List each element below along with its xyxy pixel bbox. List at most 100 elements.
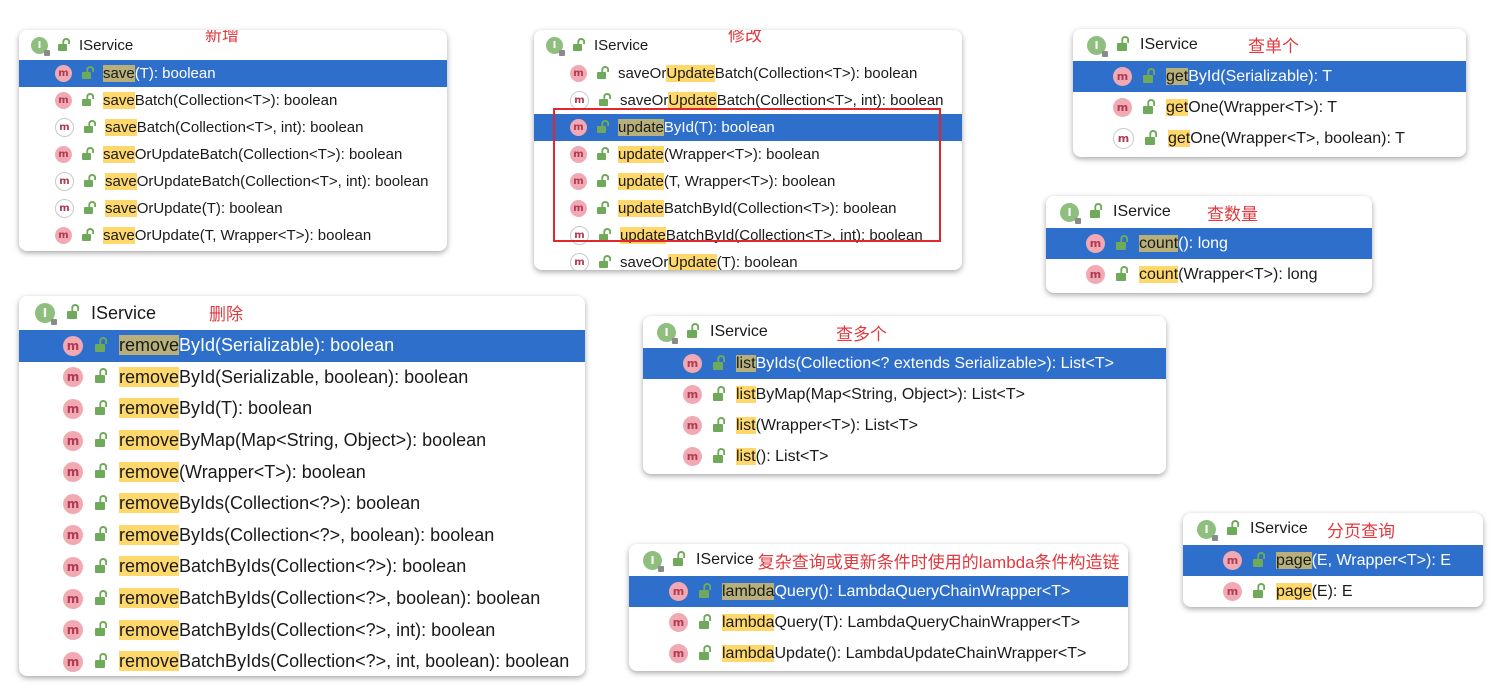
lock-icon <box>713 423 723 432</box>
search-match-highlight: remove <box>119 493 180 514</box>
method-icon: m <box>570 65 587 82</box>
lock-icon <box>699 620 709 629</box>
lock-icon <box>1090 210 1100 218</box>
category-label: 新增 <box>205 30 239 45</box>
method-name-rest: One(Wrapper<T>, boolean): T <box>1190 129 1405 147</box>
method-signature: update(Wrapper<T>): boolean <box>618 146 820 163</box>
method-signature: saveOrUpdateBatch(Collection<T>): boolea… <box>618 65 917 82</box>
method-name-rest: OrUpdateBatch(Collection<T>, int): boole… <box>136 173 429 190</box>
search-match-highlight: save <box>103 146 135 163</box>
lock-icon <box>95 628 105 637</box>
method-item[interactable]: m list(Wrapper<T>): List<T> <box>643 410 1166 441</box>
method-icon: m <box>1113 98 1132 117</box>
lock-icon <box>95 375 105 384</box>
method-signature: getById(Serializable): T <box>1166 67 1332 86</box>
method-signature: removeBatchByIds(Collection<?>): boolean <box>119 556 466 577</box>
method-icon: m <box>1223 551 1242 570</box>
lock-icon <box>573 43 582 51</box>
method-signature: listByIds(Collection<? extends Serializa… <box>736 354 1114 373</box>
method-name-rest: (E): E <box>1311 582 1353 600</box>
lock-icon <box>95 438 105 447</box>
method-icon: m <box>55 118 74 137</box>
method-name-rest: Query(): LambdaQueryChainWrapper<T> <box>774 582 1071 600</box>
lock-icon <box>687 330 697 338</box>
lock-icon <box>1145 136 1155 145</box>
method-icon: m <box>683 416 702 435</box>
category-label: 查多个 <box>836 325 887 344</box>
method-signature: list(Wrapper<T>): List<T> <box>736 416 918 435</box>
lock-icon <box>82 99 91 106</box>
method-icon: m <box>683 385 702 404</box>
lock-icon <box>597 72 606 79</box>
lock-icon <box>82 153 91 160</box>
interface-icon: I <box>31 36 50 56</box>
lock-icon <box>597 126 606 133</box>
method-name-rest: (Wrapper<T>): boolean <box>663 146 820 163</box>
lock-icon <box>1143 74 1153 83</box>
method-item[interactable]: m update(Wrapper<T>): boolean <box>534 141 962 168</box>
method-signature: removeById(T): boolean <box>119 398 312 419</box>
search-match-highlight: lambda <box>722 644 775 662</box>
method-name-rest: BatchByIds(Collection<?>, boolean): bool… <box>179 588 541 609</box>
method-icon: m <box>683 447 702 466</box>
method-signature: removeById(Serializable, boolean): boole… <box>119 366 468 388</box>
search-match-highlight: Update <box>668 92 717 109</box>
interface-icon: I <box>35 303 57 325</box>
popup-title: IService <box>1250 520 1308 537</box>
lock-icon <box>713 454 723 463</box>
method-item[interactable]: m saveBatch(Collection<T>, int): boolean <box>19 114 447 141</box>
search-match-highlight: remove <box>119 430 180 451</box>
search-match-highlight: remove <box>119 398 180 419</box>
lock-icon <box>713 392 723 401</box>
method-icon: m <box>570 146 587 163</box>
search-match-highlight: save <box>105 119 137 136</box>
search-match-highlight: Update <box>666 65 715 82</box>
interface-icon: I <box>1087 35 1108 57</box>
method-signature: saveBatch(Collection<T>, int): boolean <box>105 119 363 136</box>
method-item[interactable]: m saveOrUpdateBatch(Collection<T>): boole… <box>534 60 962 87</box>
method-signature: count(): long <box>1139 234 1228 253</box>
search-match-highlight: update <box>618 200 664 217</box>
method-signature: removeByMap(Map<String, Object>): boolea… <box>119 430 486 451</box>
search-match-highlight: remove <box>119 461 180 482</box>
